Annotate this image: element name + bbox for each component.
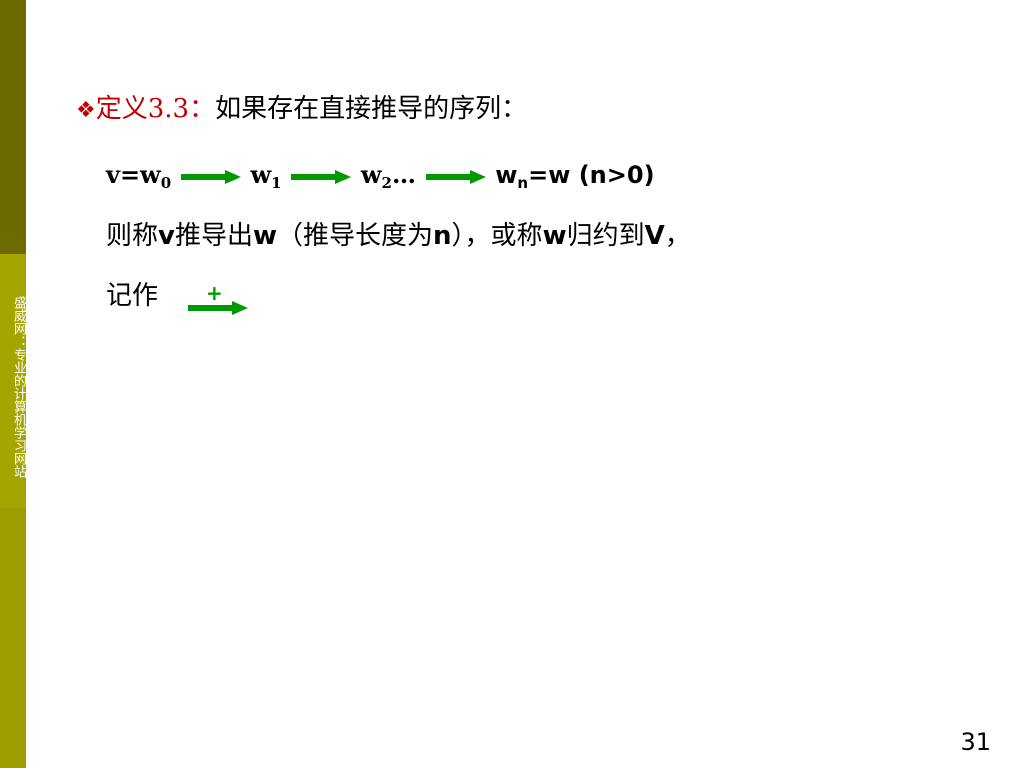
conclusion-text: 归约到 — [566, 221, 645, 251]
symbol-w: w — [542, 221, 567, 251]
sidebar-band-bottom — [0, 508, 26, 768]
term-w2: w2… — [360, 160, 416, 192]
notation-text: 记作 — [106, 281, 159, 311]
derive-arrow-icon — [425, 169, 486, 184]
diamond-bullet-icon: ❖ — [76, 98, 96, 123]
term-wn: wn=w (n>0) — [495, 161, 655, 192]
symbol-v: v — [158, 221, 175, 251]
notation-line: 记作 — [106, 281, 158, 311]
conclusion-text: ， — [664, 221, 691, 251]
conclusion-text: 则称 — [106, 221, 159, 251]
derivation-sequence: v=w0 w1 w2… wn=w (n>0) — [106, 160, 655, 198]
plus-derive-arrow-icon: + — [188, 284, 248, 315]
plus-symbol: + — [206, 284, 223, 305]
derive-arrow-icon — [291, 169, 352, 184]
conclusion-text: （推导长度为 — [277, 221, 434, 251]
symbol-V: V — [644, 221, 665, 251]
derive-arrow-icon — [180, 169, 241, 184]
sidebar-band-top — [0, 0, 26, 254]
symbol-w: w — [252, 221, 278, 251]
sidebar-band-middle — [0, 254, 26, 508]
page-number: 31 — [960, 728, 991, 756]
sidebar-watermark-text: 盛威网：专业的计算机学习网站 — [11, 296, 26, 478]
symbol-n: n — [433, 221, 452, 251]
definition-text: 如果存在直接推导的序列： — [215, 94, 528, 124]
definition-label: 定义3.3： — [95, 94, 216, 124]
term-w1: w1 — [250, 160, 282, 192]
conclusion-text: 推导出 — [174, 221, 253, 251]
conclusion-text: ），或称 — [451, 221, 543, 251]
sidebar: 盛威网：专业的计算机学习网站 — [0, 0, 26, 768]
conclusion-line: 则称v推导出w（推导长度为n），或称w归约到V， — [106, 221, 691, 251]
definition-line: ❖定义3.3：如果存在直接推导的序列： — [76, 94, 527, 126]
term-w0: v=w0 — [106, 160, 172, 192]
